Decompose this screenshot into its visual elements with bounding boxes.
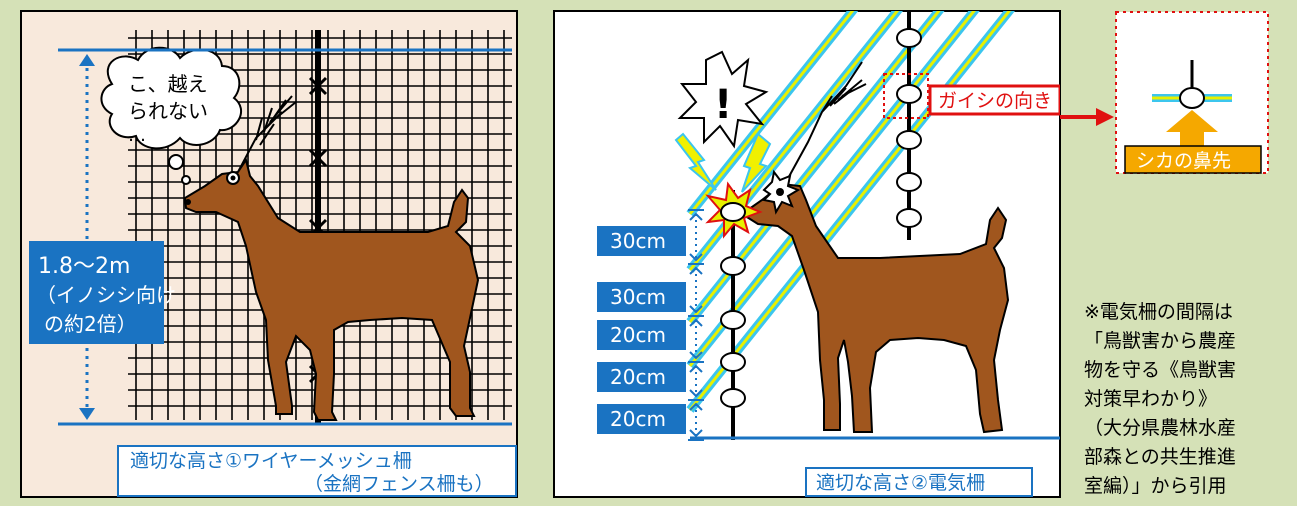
height-label-line-1: 1.8〜2m [38, 254, 130, 279]
insulator [896, 172, 922, 192]
caption-box-left [117, 445, 517, 497]
electric-wire [688, 11, 900, 271]
note-line: 物を守る《鳥獣害 [1084, 359, 1236, 381]
spacing-labels: 30cm 30cm 20cm 20cm 20cm [597, 226, 686, 434]
arrow-down-icon [79, 408, 95, 420]
nose-label-box [1124, 145, 1262, 174]
insulator [720, 352, 746, 372]
nose-direction-arrow-icon [1166, 110, 1218, 148]
arrow-up-icon [79, 54, 95, 66]
insulator [720, 310, 746, 330]
lightning-bolt-icon [741, 132, 772, 193]
spacing-label: 20cm [610, 407, 666, 431]
exclamation-burst [677, 50, 769, 149]
spacing-label: 30cm [610, 229, 666, 253]
caption-left-line-1: 適切な高さ①ワイヤーメッシュ柵 [130, 450, 412, 472]
spacing-label-box [597, 362, 686, 392]
caption-box-right [805, 467, 1033, 497]
mesh-tie-icon [308, 76, 328, 96]
insulator-label-box [928, 84, 1060, 116]
arrow-down-icon [689, 389, 703, 398]
exclamation-mark: ! [714, 82, 732, 128]
insulator [896, 130, 922, 150]
insulator [896, 84, 922, 104]
arrow-right-icon [1096, 108, 1114, 126]
insulator [720, 388, 746, 408]
note-line: 室編）」から引用 [1084, 475, 1227, 497]
speech-line-1: こ、越え [128, 72, 208, 96]
electric-wire [688, 11, 941, 323]
height-label-line-2: （イノシシ向け [36, 283, 176, 307]
note-line: 対策早わかり》 [1084, 388, 1217, 410]
note-line: ※電気柵の間隔は [1084, 301, 1233, 323]
front-insulators [720, 256, 746, 408]
arrow-down-icon [689, 351, 703, 360]
insulator [896, 28, 922, 48]
note-line: 「鳥獣害から農産 [1084, 330, 1236, 352]
spacing-label: 30cm [610, 285, 666, 309]
spacing-arrows [688, 209, 704, 441]
insulator [720, 256, 746, 276]
arrow-down-icon [689, 429, 703, 438]
deer-left [183, 95, 480, 421]
spacing-label: 20cm [610, 323, 666, 347]
note-line: （大分県農林水産 [1084, 417, 1236, 439]
height-label-line-3: の約2倍） [44, 312, 137, 336]
note-line: 部森との共生推進 [1084, 446, 1236, 468]
arrow-up-icon [689, 364, 703, 373]
spacing-label-box [597, 226, 686, 256]
insulator-label: ガイシの向き [938, 90, 1052, 112]
electric-wire [688, 11, 1012, 411]
spacing-label: 20cm [610, 365, 666, 389]
insulator-highlight-box [883, 73, 929, 119]
spacing-label-box [597, 320, 686, 350]
spacing-label-box [597, 404, 686, 434]
arrow-down-icon [689, 253, 703, 262]
electric-wire [688, 11, 976, 367]
spacing-label-box [597, 282, 686, 312]
arrow-up-icon [689, 212, 703, 221]
lightning-bolt-icon [674, 132, 717, 191]
arrow-up-icon [689, 266, 703, 275]
caption-right: 適切な高さ②電気柵 [816, 472, 985, 494]
mesh-tie-icon [308, 148, 328, 168]
back-insulators [896, 28, 922, 228]
inset-insulator [1179, 87, 1205, 109]
speech-line-3: … [128, 125, 146, 146]
arrow-up-icon [689, 402, 703, 411]
electric-wire [688, 11, 855, 215]
insulator [896, 208, 922, 228]
arrow-down-icon [689, 305, 703, 314]
thought-bubble [100, 46, 242, 185]
deer-right [740, 61, 1010, 434]
nose-label: シカの鼻先 [1136, 150, 1231, 172]
height-label-box [29, 241, 164, 344]
caption-left-line-2: （金網フェンス柵も） [304, 473, 494, 495]
electric-wires [686, 11, 1015, 413]
speech-line-2: られない [128, 99, 208, 123]
arrow-up-icon [689, 318, 703, 327]
